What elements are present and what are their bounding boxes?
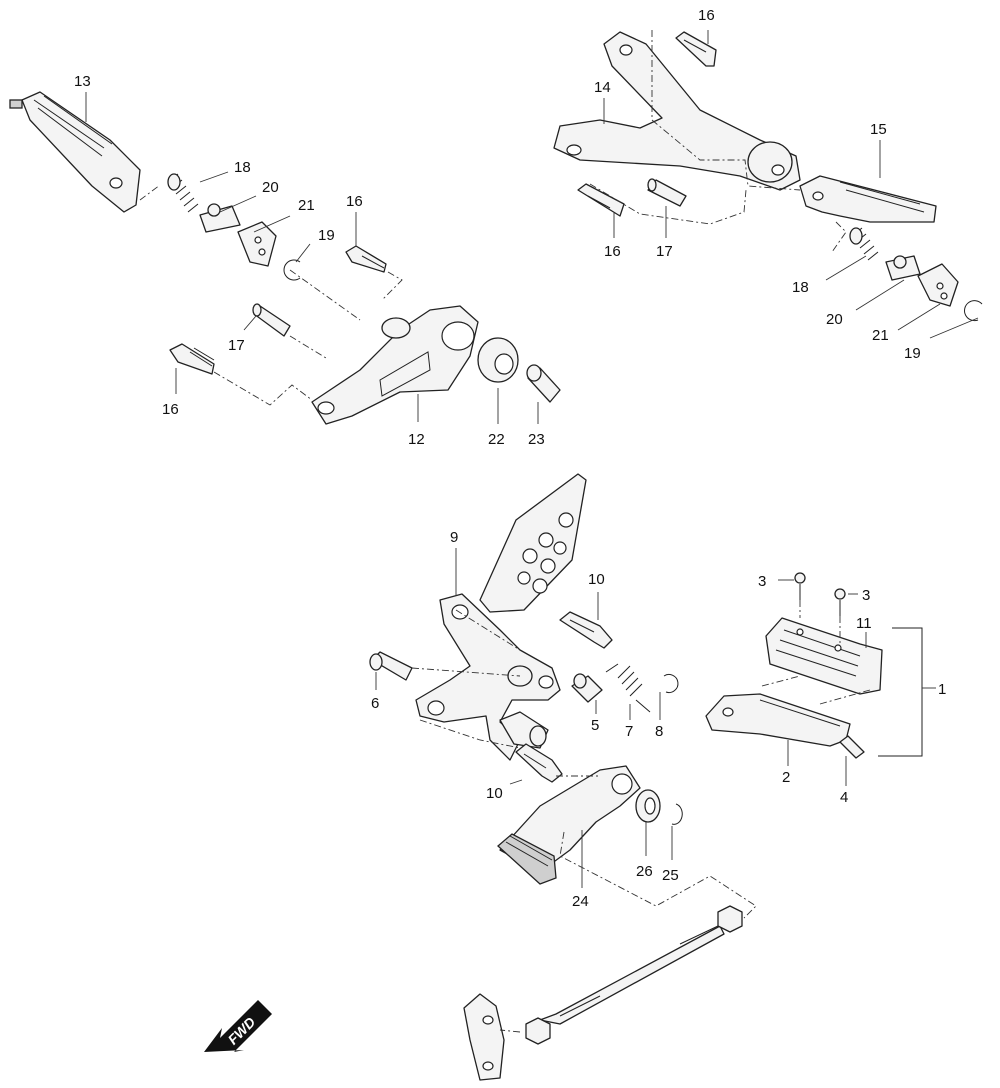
footpeg-2 <box>705 693 851 747</box>
bolt-16-a <box>345 245 387 273</box>
callout-10-b: 10 <box>486 785 503 802</box>
sleeve-23 <box>526 364 561 403</box>
collar-5 <box>571 673 603 703</box>
screw-3-a <box>794 572 806 600</box>
callout-22: 22 <box>488 431 505 448</box>
clip-19 <box>283 259 301 281</box>
callout-16-c: 16 <box>698 7 715 24</box>
shift-rod <box>539 925 725 1025</box>
footpeg-15 <box>799 175 937 223</box>
callout-18-b: 18 <box>792 279 809 296</box>
callout-9: 9 <box>450 529 458 546</box>
align-line-top-left-4 <box>289 335 327 359</box>
shift-arm-end <box>463 993 505 1081</box>
callout-16-d: 16 <box>604 243 621 260</box>
callout-3-a: 3 <box>758 573 766 590</box>
callout-24: 24 <box>572 893 589 910</box>
callout-19-a: 19 <box>318 227 335 244</box>
spring-7 <box>605 663 651 713</box>
bolt-10-b <box>515 743 563 783</box>
pin-4 <box>839 735 865 759</box>
callout-23: 23 <box>528 431 545 448</box>
plate-21-b <box>917 263 959 307</box>
align-line-top-left-5 <box>213 371 313 406</box>
detent-ball-20 <box>199 203 241 233</box>
callout-7: 7 <box>625 723 633 740</box>
callout-4: 4 <box>840 789 848 806</box>
assembly-bracket-1 <box>878 627 923 757</box>
nut-lower <box>525 1017 551 1045</box>
callout-26: 26 <box>636 863 653 880</box>
detent-ball-20-b <box>885 255 921 281</box>
screw-3-b <box>834 588 846 616</box>
nut-upper <box>717 905 743 933</box>
callout-labels: 13 18 20 21 19 16 17 16 12 22 23 16 14 1… <box>74 7 946 910</box>
align-line-top-left-2 <box>289 269 361 321</box>
align-line-top-left-1 <box>139 184 161 201</box>
align-line-mid-2 <box>455 609 521 651</box>
callout-10-a: 10 <box>588 571 605 588</box>
bolt-16-b <box>169 343 215 375</box>
spring-18-b <box>849 227 879 261</box>
callout-6: 6 <box>371 695 379 712</box>
bushing-22 <box>477 337 519 383</box>
pin-17-b <box>647 178 687 207</box>
callout-25: 25 <box>662 867 679 884</box>
align-line-low-2 <box>559 831 757 919</box>
pin-17-a <box>252 303 291 337</box>
bolt-16-c <box>675 31 717 67</box>
bolt-16-d <box>577 183 625 217</box>
clip-25 <box>671 803 683 825</box>
callout-15: 15 <box>870 121 887 138</box>
callout-17-b: 17 <box>656 243 673 260</box>
align-line-top-right-1 <box>651 30 801 191</box>
callout-11: 11 <box>856 615 872 632</box>
callout-5: 5 <box>591 717 599 734</box>
align-line-mid-1 <box>411 667 521 677</box>
bracket-14 <box>553 31 801 191</box>
clip-8 <box>663 674 679 693</box>
callout-16-b: 16 <box>162 401 179 418</box>
callout-8: 8 <box>655 723 663 740</box>
callout-21-a: 21 <box>298 197 315 214</box>
heel-guard-9 <box>479 473 587 613</box>
callout-19-b: 19 <box>904 345 921 362</box>
clip-19-b <box>964 300 983 322</box>
callout-14: 14 <box>594 79 611 96</box>
callout-1: 1 <box>938 681 946 698</box>
callout-12: 12 <box>408 431 425 448</box>
washer-26 <box>635 789 661 823</box>
align-line-top-left-3 <box>381 271 403 301</box>
align-line-mid-3 <box>419 719 531 751</box>
pivot-shaft-bracket <box>499 711 549 749</box>
callout-18-a: 18 <box>234 159 251 176</box>
callout-13: 13 <box>74 73 91 90</box>
callout-2: 2 <box>782 769 790 786</box>
align-line-low-3 <box>499 1029 521 1033</box>
spring-18 <box>167 173 199 213</box>
callout-21-b: 21 <box>872 327 889 344</box>
callout-3-b: 3 <box>862 587 870 604</box>
callout-17-a: 17 <box>228 337 245 354</box>
callout-16-a: 16 <box>346 193 363 210</box>
align-line-top-right-3 <box>831 221 847 253</box>
callout-20-a: 20 <box>262 179 279 196</box>
forward-direction-arrow: FWD <box>204 1000 272 1052</box>
rubber-pad-11 <box>765 617 883 695</box>
bolt-10-a <box>559 611 613 649</box>
callout-20-b: 20 <box>826 311 843 328</box>
leader-lines <box>85 30 979 888</box>
bracket-12 <box>311 305 479 425</box>
plate-21 <box>237 221 277 267</box>
footpeg-13 <box>9 91 141 213</box>
shift-lever-24 <box>497 765 641 885</box>
